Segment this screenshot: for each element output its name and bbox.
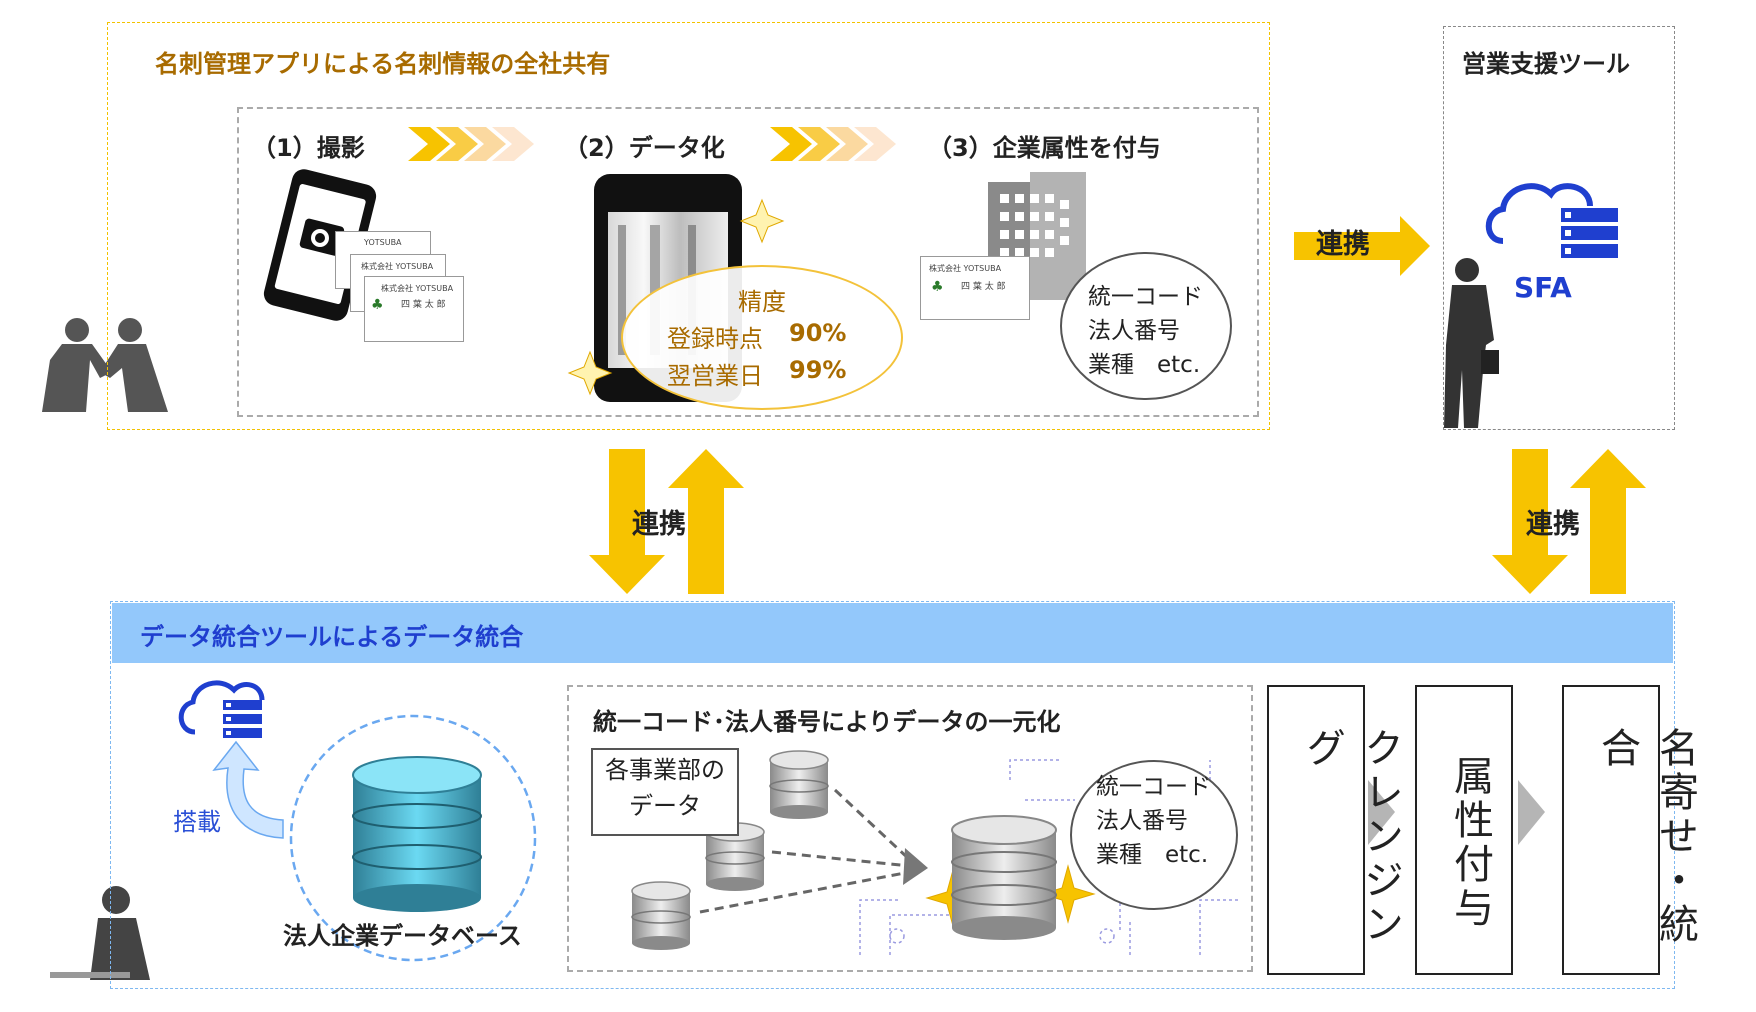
process-arrow-1 xyxy=(1368,780,1395,845)
bottom-frame xyxy=(110,601,1675,989)
accuracy-bubble xyxy=(621,265,903,410)
process-arrow-2 xyxy=(1518,780,1545,845)
clover-icon: ♣ xyxy=(931,279,944,295)
link-label-far-right: 連携 xyxy=(1526,509,1580,540)
accuracy-row-label: 登録時点 xyxy=(667,325,763,353)
unify-bubble xyxy=(1070,760,1238,910)
sfa-label: SFA xyxy=(1514,271,1572,304)
circuit-decoration xyxy=(859,759,1240,955)
attribute-bubble-line: 法人番号 xyxy=(1088,318,1180,344)
process-attribute: 属性付与 xyxy=(1415,685,1513,975)
chevron-arrow-1 xyxy=(408,127,534,161)
top-frame xyxy=(107,22,1270,430)
dept-data-text: 各事業部の データ xyxy=(605,756,725,820)
mount-arrow xyxy=(212,740,284,839)
process-merge: 名寄せ・統合 xyxy=(1562,685,1698,975)
link-arrows-far-right xyxy=(1492,449,1646,594)
clover-icon: ♣ xyxy=(371,297,384,313)
unify-frame xyxy=(567,685,1253,972)
unify-bubble-line: 統一コード xyxy=(1096,774,1211,800)
bottom-title: データ統合ツールによるデータ統合 xyxy=(140,623,524,651)
bottom-header-bar xyxy=(112,603,1673,663)
unify-bubble-line: 業種 etc. xyxy=(1096,842,1209,868)
unify-title: 統一コード･法人番号によりデータの一元化 xyxy=(593,708,1061,736)
process-cleansing: クレンジング xyxy=(1267,685,1403,975)
sfa-frame xyxy=(1443,26,1675,430)
accuracy-row-label: 翌営業日 xyxy=(667,362,763,390)
accuracy-row-value: 90% xyxy=(789,319,847,347)
businessman-icon-phone xyxy=(1444,258,1499,428)
unify-bubble-line: 法人番号 xyxy=(1096,808,1188,834)
database-icon-gray-3 xyxy=(631,881,691,950)
business-card-step3: 株式会社 YOTSUBA 四 葉 太 郎 ♣ xyxy=(920,256,1030,320)
sfa-title: 営業支援ツール xyxy=(1462,50,1630,78)
link-label-right: 連携 xyxy=(1316,229,1370,260)
app-process-frame xyxy=(237,107,1259,417)
step-3-label: （3）企業属性を付与 xyxy=(928,134,1161,162)
businessman-icon-handshake xyxy=(42,318,168,412)
database-icon-gray-big xyxy=(951,815,1057,940)
link-label-center: 連携 xyxy=(632,509,686,540)
accuracy-title: 精度 xyxy=(738,288,786,316)
top-title: 名刺管理アプリによる名刺情報の全社共有 xyxy=(155,50,611,78)
link-arrows-center xyxy=(589,449,744,594)
database-icon xyxy=(352,756,482,912)
db-circle xyxy=(289,714,537,962)
database-icon-gray-1 xyxy=(769,750,829,819)
step-1-label: （1）撮影 xyxy=(252,134,365,162)
business-card-front: 株式会社 YOTSUBA 四 葉 太 郎 ♣ xyxy=(364,276,464,342)
mount-label: 搭載 xyxy=(173,808,221,836)
attribute-bubble-line: 統一コード xyxy=(1088,284,1203,310)
db-label: 法人企業データベース xyxy=(283,922,522,950)
merge-arrows xyxy=(699,788,912,914)
merge-arrowhead xyxy=(903,848,928,885)
attribute-bubble-line: 業種 etc. xyxy=(1088,352,1201,378)
accuracy-row-value: 99% xyxy=(789,356,847,384)
chevron-arrow-2 xyxy=(770,127,896,161)
link-arrow-right xyxy=(1294,216,1430,276)
cloud-server-icon-small xyxy=(178,680,265,738)
businessman-icon-laptop xyxy=(50,886,150,980)
step-2-label: （2）データ化 xyxy=(564,134,725,162)
cloud-server-icon xyxy=(1485,183,1618,258)
attribute-bubble xyxy=(1060,252,1232,400)
dept-data-box xyxy=(591,748,739,836)
